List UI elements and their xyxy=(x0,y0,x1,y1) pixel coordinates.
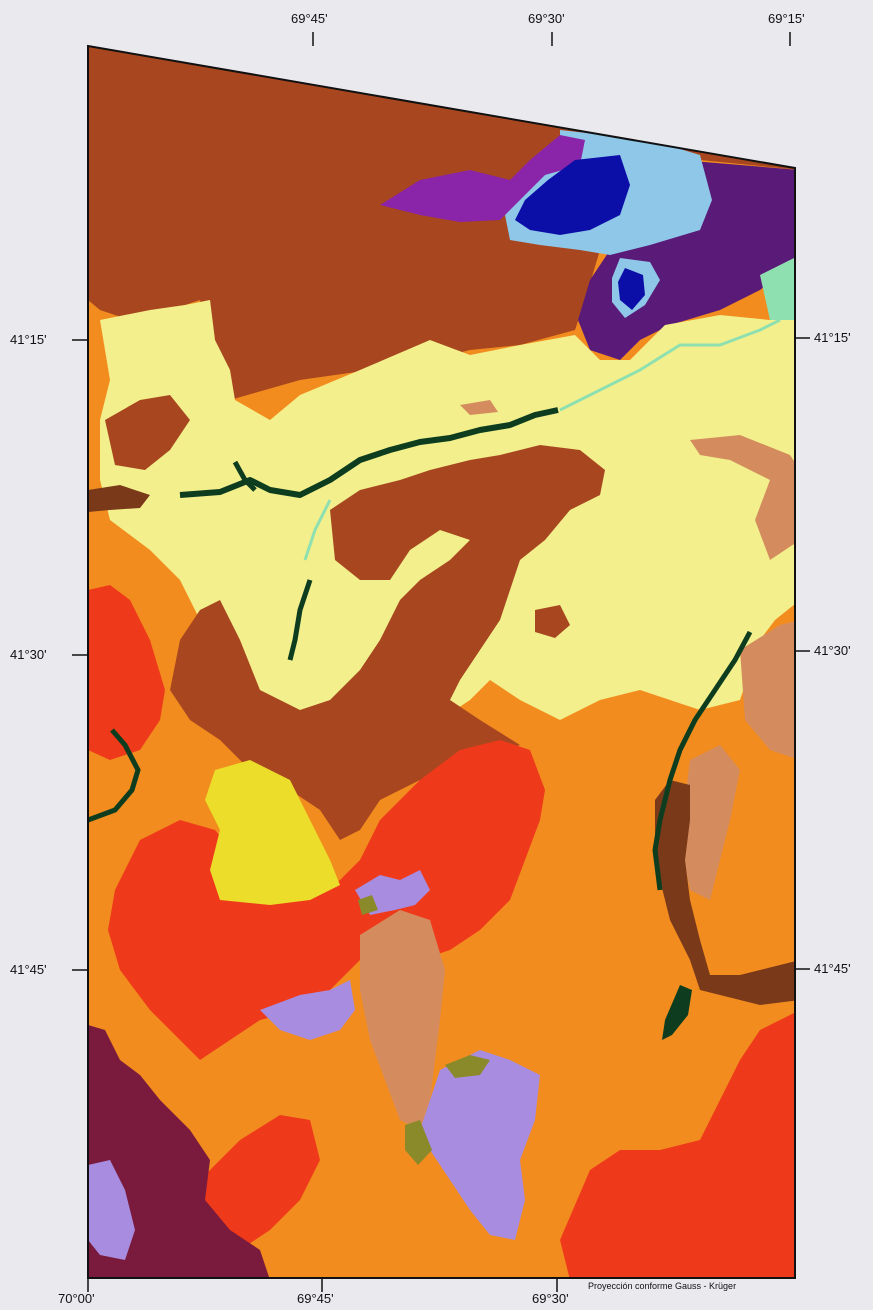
unit-mint-channel xyxy=(559,318,781,412)
unit-blue xyxy=(515,155,630,235)
unit-red-orange-south xyxy=(200,1115,320,1250)
top-axis-label-69-45: 69°45' xyxy=(291,11,328,26)
left-axis-label-41-15: 41°15' xyxy=(10,332,47,347)
projection-note: Proyección conforme Gauss - Krüger xyxy=(588,1281,737,1291)
unit-red-orange-central xyxy=(108,740,545,1060)
left-axis-label-41-30: 41°30' xyxy=(10,647,47,662)
unit-dark-brown-se xyxy=(655,780,795,1005)
unit-mint xyxy=(760,255,795,320)
right-axis-label-41-45: 41°45' xyxy=(814,961,851,976)
unit-tan-east xyxy=(690,435,795,560)
unit-bright-yellow xyxy=(205,760,340,905)
unit-dark-green-river-5 xyxy=(662,985,692,1040)
frame-ticks xyxy=(72,32,810,1292)
unit-dark-brown-w xyxy=(88,485,150,512)
unit-lavender-south xyxy=(420,1050,540,1240)
unit-dark-green-river-2 xyxy=(287,579,313,661)
top-axis-label-69-15: 69°15' xyxy=(768,11,805,26)
unit-olive-3 xyxy=(358,895,378,915)
unit-maroon xyxy=(88,1025,270,1278)
unit-dark-green-river-3 xyxy=(652,630,753,891)
bottom-axis-label-70-00: 70°00' xyxy=(58,1291,95,1306)
unit-red-orange-west xyxy=(88,585,165,760)
unit-tan-east-lower xyxy=(740,620,795,760)
unit-tan-small xyxy=(460,400,498,415)
unit-tan-strip xyxy=(680,745,740,900)
unit-violet xyxy=(380,135,585,222)
unit-dark-green-river-spur xyxy=(232,460,257,492)
unit-red-orange-se xyxy=(560,1010,795,1278)
unit-brown-patch xyxy=(535,605,570,638)
unit-tan-central xyxy=(360,910,445,1130)
unit-olive-2 xyxy=(405,1120,432,1165)
map-frame xyxy=(87,44,796,1279)
unit-dark-green-river xyxy=(179,407,559,498)
top-axis-label-69-30: 69°30' xyxy=(528,11,565,26)
unit-blue-lake xyxy=(618,268,645,310)
right-axis-label-41-15: 41°15' xyxy=(814,330,851,345)
bottom-axis-label-69-30: 69°30' xyxy=(532,1291,569,1306)
unit-olive-1 xyxy=(445,1055,490,1078)
bottom-axis-label-69-45: 69°45' xyxy=(297,1291,334,1306)
unit-dark-green-river-4 xyxy=(88,728,141,823)
unit-lavender-sw-inner xyxy=(88,1160,135,1260)
left-axis-label-41-45: 41°45' xyxy=(10,962,47,977)
unit-lavender-west xyxy=(260,980,355,1040)
unit-mint-channel-2 xyxy=(303,499,332,561)
unit-brown-west xyxy=(105,395,190,470)
right-axis-label-41-30: 41°30' xyxy=(814,643,851,658)
